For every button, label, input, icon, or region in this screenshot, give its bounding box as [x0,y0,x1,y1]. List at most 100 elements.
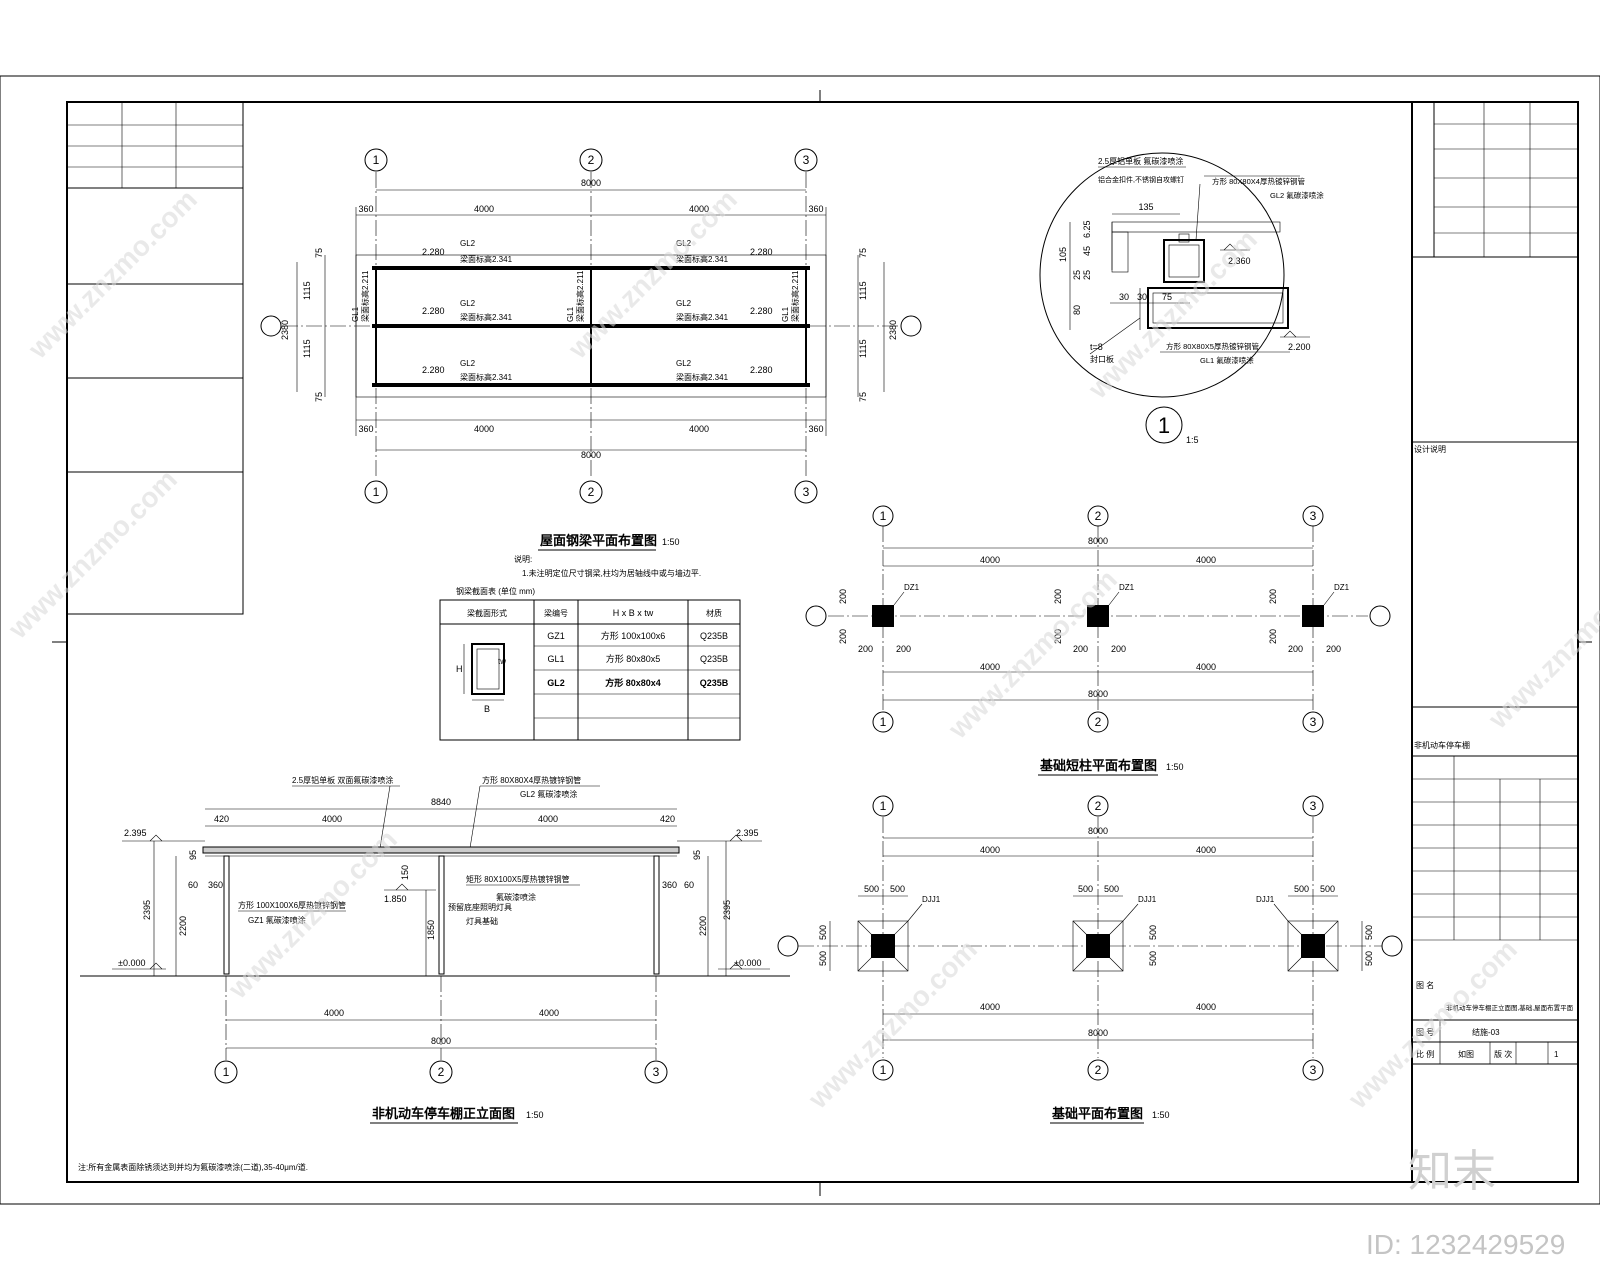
mid-label-2: 氟碳漆喷涂 [496,892,536,902]
column-dz1 [872,605,894,627]
level-mark: 2.280 [422,247,445,257]
footing-djj1 [1072,920,1124,972]
left-strip [66,101,244,615]
beam-label: GL2 [460,359,476,368]
dim-bay: 4000 [980,845,1000,855]
roof-plan-scale: 1:50 [662,537,680,547]
col-top: 梁面标高2.211 [360,270,370,322]
drawing-code-label: 图 号 [1416,1028,1434,1037]
table-header: 梁截面形式 [467,608,507,618]
watermark: www.znzmo.com [2,464,183,645]
detail-callout: 1 [1158,413,1170,438]
dim-half: 200 [896,644,911,654]
axis-label: 2 [588,485,595,499]
dim-overhang: 360 [808,424,823,434]
dim-bay: 4000 [474,204,494,214]
row-mat: Q235B [700,631,728,641]
col-label: GL1 [351,306,360,322]
axis-label: 1 [373,485,380,499]
row-mat: Q235B [700,654,728,664]
detail-dim-75: 75 [1162,292,1172,302]
elev-top-label-1: 2.5厚铝单板 双面氟碳漆喷涂 [292,775,393,785]
dim-overhang: 360 [808,204,823,214]
dim-mid: 1115 [858,281,868,300]
axis-label: 1 [373,153,380,167]
watermark: www.znzmo.com [802,934,983,1115]
level-mark: 2.280 [750,306,773,316]
beam-label: GL2 [460,299,476,308]
roof-plan-title: 屋面钢梁平面布置图 [540,533,657,548]
axis-label: 1 [880,509,887,523]
dim-h95: 95 [692,850,702,860]
col-label: GL1 [566,306,575,322]
dim-bay: 4000 [324,1008,344,1018]
dim-half: 500 [1294,884,1309,894]
column-label-1: 方形 100X100X6厚热镀锌钢管 [238,900,346,910]
footing-label: DJJ1 [1256,895,1275,904]
dim-h1850: 1850 [426,920,436,940]
dim-half: 200 [1288,644,1303,654]
dim-edge: 420 [214,814,229,824]
detail-dim-625: 6.25 [1082,220,1092,238]
dim-half: 500 [1364,951,1374,966]
dim-bay: 4000 [1196,1002,1216,1012]
beam-top: 梁面标高2.341 [676,254,729,264]
detail-label-3: 方形 80X80X4厚热镀锌钢管 [1212,176,1305,186]
level-top: 2.395 [124,828,147,838]
axis-label: 1 [880,715,887,729]
axis-bubble-1 [364,148,388,172]
row-id: GL1 [547,654,564,664]
version-value: 1 [1554,1050,1559,1059]
dim-half: 200 [838,589,848,604]
table-title: 钢梁截面表 (单位 mm) [456,586,535,596]
level-mark: 2.280 [422,365,445,375]
beam-top: 梁面标高2.341 [460,372,513,382]
dim-bay: 4000 [1196,845,1216,855]
column-dz1 [1087,605,1109,627]
dim-bay: 4000 [1196,555,1216,565]
column-gz1 [653,855,660,975]
dim-half: 200 [1073,644,1088,654]
tube-section-sketch [471,643,505,695]
column-label: DZ1 [904,583,920,592]
roof-note: 1.未注明定位尺寸钢梁,柱均为居轴线中或与墙边平. [522,568,701,578]
dim-overhang: 360 [358,424,373,434]
axis-label: 1 [880,799,887,813]
detail-dim-45: 45 [1082,246,1092,256]
level-mark: 2.280 [422,306,445,316]
footing-label: DJJ1 [1138,895,1157,904]
beam-top: 梁面标高2.341 [676,312,729,322]
drawing-name-label: 图 名 [1416,980,1434,990]
table-row: GZ1 方形 100x100x6 Q235B [547,630,728,641]
col-label: GL1 [781,306,790,322]
section-b: B [484,704,490,714]
section-h: H [456,664,463,674]
dim-edge: 75 [314,392,324,402]
dim-h360: 360 [662,880,677,890]
row-id: GZ1 [547,631,565,641]
project-label: 非机动车停车棚 [1414,740,1470,750]
axis-bubble-3 [794,148,818,172]
level-zero: ±0.000 [118,958,145,968]
scale-label: 比 例 [1416,1049,1434,1059]
foundation-plan: 1 2 3 1 2 3 8000 4000 4000 4000 4000 800… [777,795,1403,1124]
row-id: GL2 [547,678,565,688]
dim-edge: 420 [660,814,675,824]
dim-width: 2380 [280,320,290,340]
roof-note-title: 说明: [514,554,532,564]
dim-h60: 60 [684,880,694,890]
front-elevation: 2.5厚铝单板 双面氟碳漆喷涂 方形 80X80X4厚热镀锌钢管 GL2 氟碳漆… [80,775,790,1124]
footing-djj1 [1287,920,1339,972]
watermark: www.znzmo.com [22,184,203,365]
title-block: 设计说明 非机动车停车棚 图 名 非机动车停车棚正立面图,基础,屋面布置平面 图… [1411,101,1579,1182]
axis-label: 2 [1095,509,1102,523]
footing-djj1 [857,920,909,972]
lamp-label-1: 预留底座照明灯具 [448,902,512,912]
detail-level-1: 2.360 [1228,256,1251,266]
dim-half: 500 [864,884,879,894]
dim-h2200: 2200 [698,916,708,936]
beam-top: 梁面标高2.341 [460,312,513,322]
dim-half: 500 [890,884,905,894]
axis-label: 3 [1310,799,1317,813]
watermark: www.znzmo.com [562,184,743,365]
